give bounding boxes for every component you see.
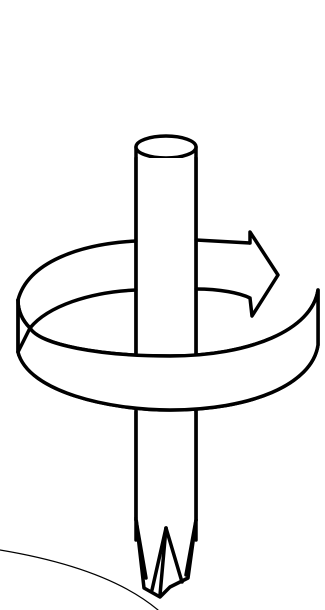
surface-curve [0,550,158,610]
screwdriver-tip [136,518,196,597]
rotation-arrow-icon [250,232,278,316]
shaft-front [136,158,196,356]
shaft-lower [136,410,196,520]
